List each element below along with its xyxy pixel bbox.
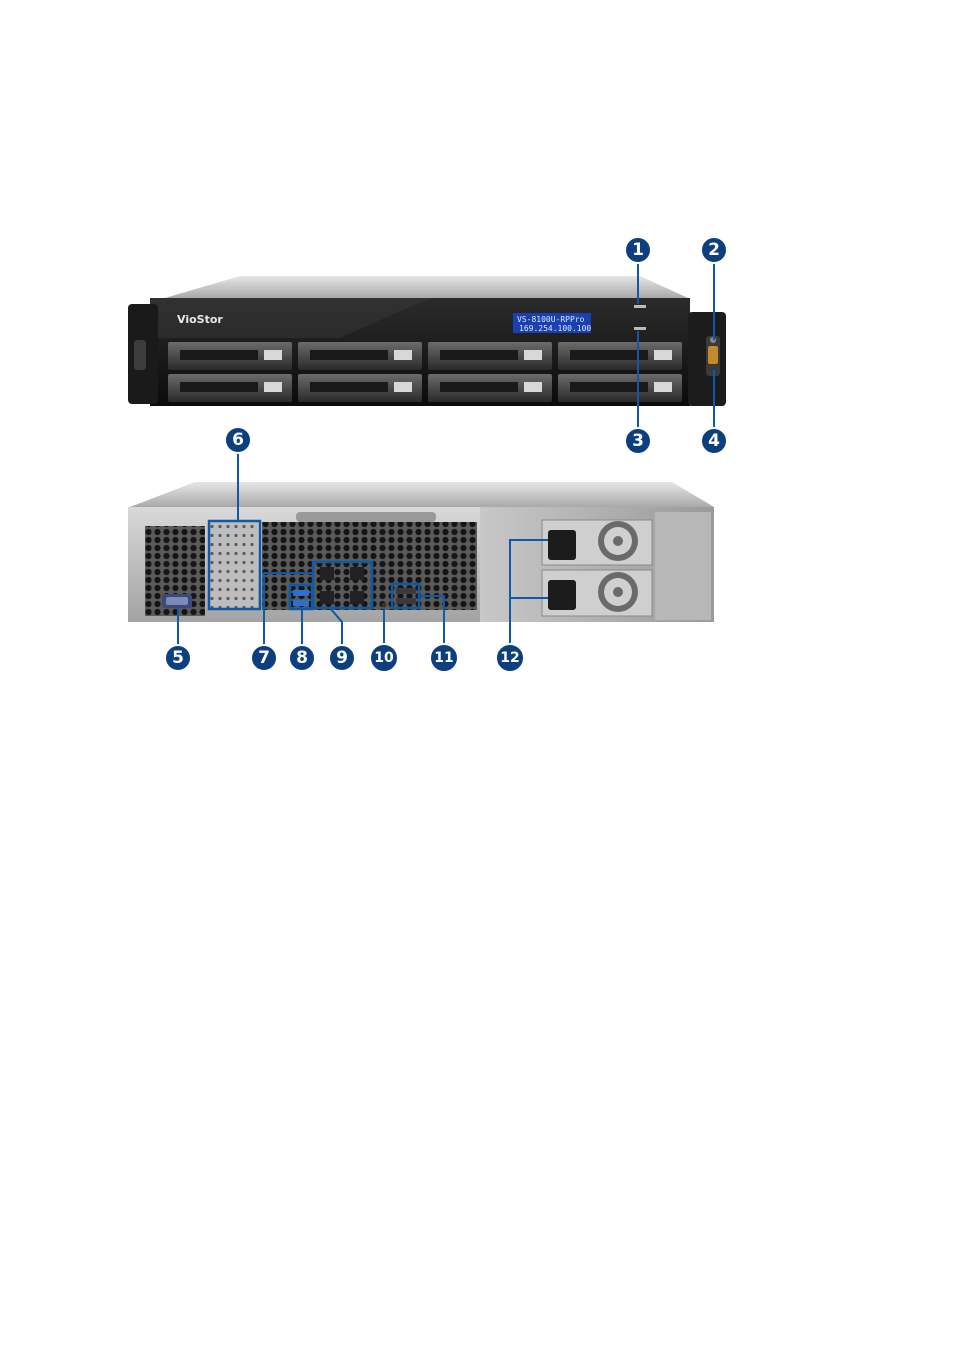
- reset-button: [382, 603, 387, 608]
- power-button: [634, 305, 646, 308]
- callout-8: 8: [289, 645, 315, 671]
- svg-text:1: 1: [632, 240, 644, 260]
- svg-text:8: 8: [296, 648, 308, 668]
- lcd-line-1: VS-8100U-RPPro: [517, 315, 585, 324]
- callout-11: 11: [430, 644, 458, 672]
- svg-text:3: 3: [632, 431, 644, 451]
- lcd-line-2: 169.254.100.100: [519, 324, 591, 333]
- drive-bay: [558, 374, 682, 402]
- svg-text:5: 5: [172, 648, 184, 668]
- psu-1: [542, 520, 652, 565]
- svg-text:6: 6: [232, 430, 244, 450]
- svg-text:4: 4: [708, 431, 720, 451]
- psu-2: [542, 570, 652, 616]
- lcd-panel: VS-8100U-RPPro 169.254.100.100: [513, 313, 591, 333]
- callout-9: 9: [329, 645, 355, 671]
- rear-handle: [296, 512, 436, 522]
- front-top-cover: [165, 276, 688, 298]
- callout-6: 6: [225, 427, 251, 453]
- drive-bay: [428, 374, 552, 402]
- left-rack-ear: [128, 304, 158, 404]
- svg-text:10: 10: [374, 650, 394, 666]
- front-view: VioStor VS-8100U-RPPro 169.254.100.100: [128, 262, 726, 430]
- svg-text:11: 11: [434, 650, 453, 666]
- callout-12: 12: [496, 644, 524, 672]
- drive-bay: [168, 342, 292, 370]
- drive-bay: [558, 342, 682, 370]
- status-led: [634, 327, 646, 330]
- svg-text:7: 7: [258, 648, 270, 668]
- drive-bay: [298, 342, 422, 370]
- drive-bay: [298, 374, 422, 402]
- right-rack-ear: [688, 312, 726, 406]
- callout-4: 4: [701, 428, 727, 454]
- callout-10: 10: [370, 644, 398, 672]
- svg-text:9: 9: [336, 648, 348, 668]
- callout-2: 2: [701, 237, 727, 263]
- brand-logo: VioStor: [177, 313, 223, 326]
- svg-text:12: 12: [500, 650, 519, 666]
- rear-view: [128, 451, 714, 646]
- callout-1: 1: [625, 237, 651, 263]
- drive-bay: [428, 342, 552, 370]
- drive-bay: [168, 374, 292, 402]
- callout-7: 7: [251, 645, 277, 671]
- rear-top-cover: [130, 482, 714, 507]
- vga-port: [162, 594, 192, 608]
- callout-3: 3: [625, 428, 651, 454]
- power-supplies: [480, 507, 714, 622]
- expansion-slots: [210, 522, 258, 608]
- callout-5: 5: [165, 645, 191, 671]
- svg-text:2: 2: [708, 240, 720, 260]
